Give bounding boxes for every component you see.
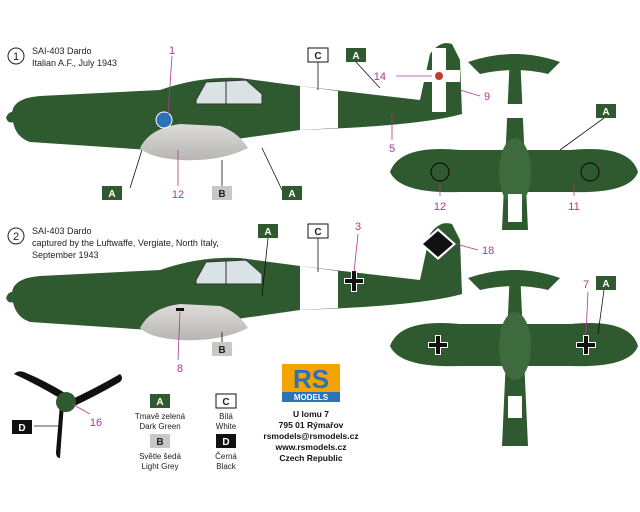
wing-underside-1: [140, 124, 248, 161]
white-band-1: [300, 86, 338, 130]
legend-b-en: Light Grey: [142, 462, 179, 471]
svg-text:A: A: [352, 51, 359, 62]
legend-c-en: White: [216, 422, 237, 431]
profile-1-title: SAI-403 Dardo: [32, 46, 92, 56]
plan-view-2: [390, 270, 638, 446]
svg-text:B: B: [218, 345, 225, 356]
profile-1-index: 1: [13, 51, 19, 63]
svg-text:D: D: [222, 437, 229, 448]
balkenkreuz-wing-right: [576, 335, 596, 355]
plan-view-1: [390, 54, 638, 230]
svg-text:B: B: [218, 189, 225, 200]
legend-d-en: Black: [216, 462, 237, 471]
propeller: [14, 371, 122, 458]
callout-12-side: 12: [172, 189, 184, 201]
callout-16: 16: [90, 417, 102, 429]
address-block: U lomu 7 795 01 Rýmařov rsmodels@rsmodel…: [263, 409, 358, 463]
callout-5: 5: [389, 143, 395, 155]
svg-text:D: D: [18, 423, 25, 434]
svg-text:A: A: [264, 227, 271, 238]
legend-c-cz: Bílá: [219, 412, 233, 421]
legend-b-cz: Světle šedá: [139, 452, 181, 461]
callout-14: 14: [374, 71, 386, 83]
address-web: www.rsmodels.cz: [274, 442, 346, 452]
svg-text:A: A: [156, 397, 163, 408]
wing-underside-2: [140, 304, 248, 341]
callout-9: 9: [484, 91, 490, 103]
profile-2-line2: captured by the Luftwaffe, Vergiate, Nor…: [32, 238, 219, 248]
badge-a-profile1-left: A: [102, 186, 122, 200]
profile-2-title: SAI-403 Dardo: [32, 226, 92, 236]
logo-letters: RS: [293, 364, 329, 394]
badge-a-profile2-top: A: [258, 224, 278, 238]
svg-text:A: A: [108, 189, 115, 200]
profile-1-side-view: 1 SAI-403 Dardo Italian A.F., July 1943: [6, 43, 481, 191]
callout-11: 11: [568, 201, 579, 213]
rs-models-logo: RS MODELS: [282, 364, 340, 402]
address-line2: 795 01 Rýmařov: [279, 420, 344, 430]
badge-d-propeller: D: [12, 420, 32, 434]
svg-text:C: C: [314, 51, 321, 62]
fasces-roundel-right: [580, 162, 600, 182]
callout-3: 3: [355, 221, 361, 233]
canopy-2: [195, 259, 263, 285]
fasces-roundel-left: [430, 162, 450, 182]
squadron-emblem: [155, 111, 173, 129]
badge-b-profile2: B: [212, 342, 232, 356]
address-line1: U lomu 7: [293, 409, 329, 419]
svg-text:A: A: [602, 107, 609, 118]
callout-18: 18: [482, 245, 494, 257]
balkenkreuz-fuselage: [344, 270, 364, 292]
badge-c-profile1: C: [307, 47, 329, 63]
profile-2-index: 2: [13, 231, 19, 243]
legend-d-cz: Černá: [215, 452, 237, 461]
savoia-cross-emblem: [435, 72, 443, 80]
address-email: rsmodels@rsmodels.cz: [263, 431, 358, 441]
badge-a-profile1-top: A: [346, 48, 366, 62]
address-country: Czech Republic: [279, 453, 343, 463]
callout-12-plan: 12: [434, 201, 446, 213]
profile-2-side-view: 2 SAI-403 Dardo captured by the Luftwaff…: [6, 223, 479, 361]
badge-a-profile1-right: A: [282, 186, 302, 200]
callout-1: 1: [169, 45, 175, 57]
legend-d: D Černá Black: [215, 434, 237, 471]
logo-word: MODELS: [294, 393, 329, 402]
profile-2-index-circle: [7, 227, 25, 245]
svg-text:C: C: [314, 227, 321, 238]
svg-text:B: B: [156, 437, 163, 448]
badge-c-profile2: C: [307, 223, 329, 239]
badge-b-profile1: B: [212, 186, 232, 200]
legend-a-en: Dark Green: [139, 422, 180, 431]
legend-a: A Tmavě zelená Dark Green: [135, 394, 186, 431]
profile-2-line3: September 1943: [32, 250, 99, 260]
legend-b: B Světle šedá Light Grey: [139, 434, 181, 471]
callout-7: 7: [583, 279, 589, 291]
svg-text:A: A: [288, 189, 295, 200]
canopy-1: [195, 79, 263, 105]
svg-text:A: A: [602, 279, 609, 290]
legend-a-cz: Tmavě zelená: [135, 412, 186, 421]
legend-c: C Bílá White: [215, 393, 237, 431]
svg-text:C: C: [222, 397, 229, 408]
profile-1-index-circle: [7, 47, 25, 65]
color-legend: A Tmavě zelená Dark Green C Bílá White B…: [135, 393, 237, 471]
badge-a-planview-2: A: [596, 276, 616, 290]
profile-1-subtitle: Italian A.F., July 1943: [32, 58, 117, 68]
white-band-2: [300, 266, 338, 310]
callout-8: 8: [177, 363, 183, 375]
balkenkreuz-wing-left: [428, 335, 448, 355]
badge-a-planview-1: A: [596, 104, 616, 118]
